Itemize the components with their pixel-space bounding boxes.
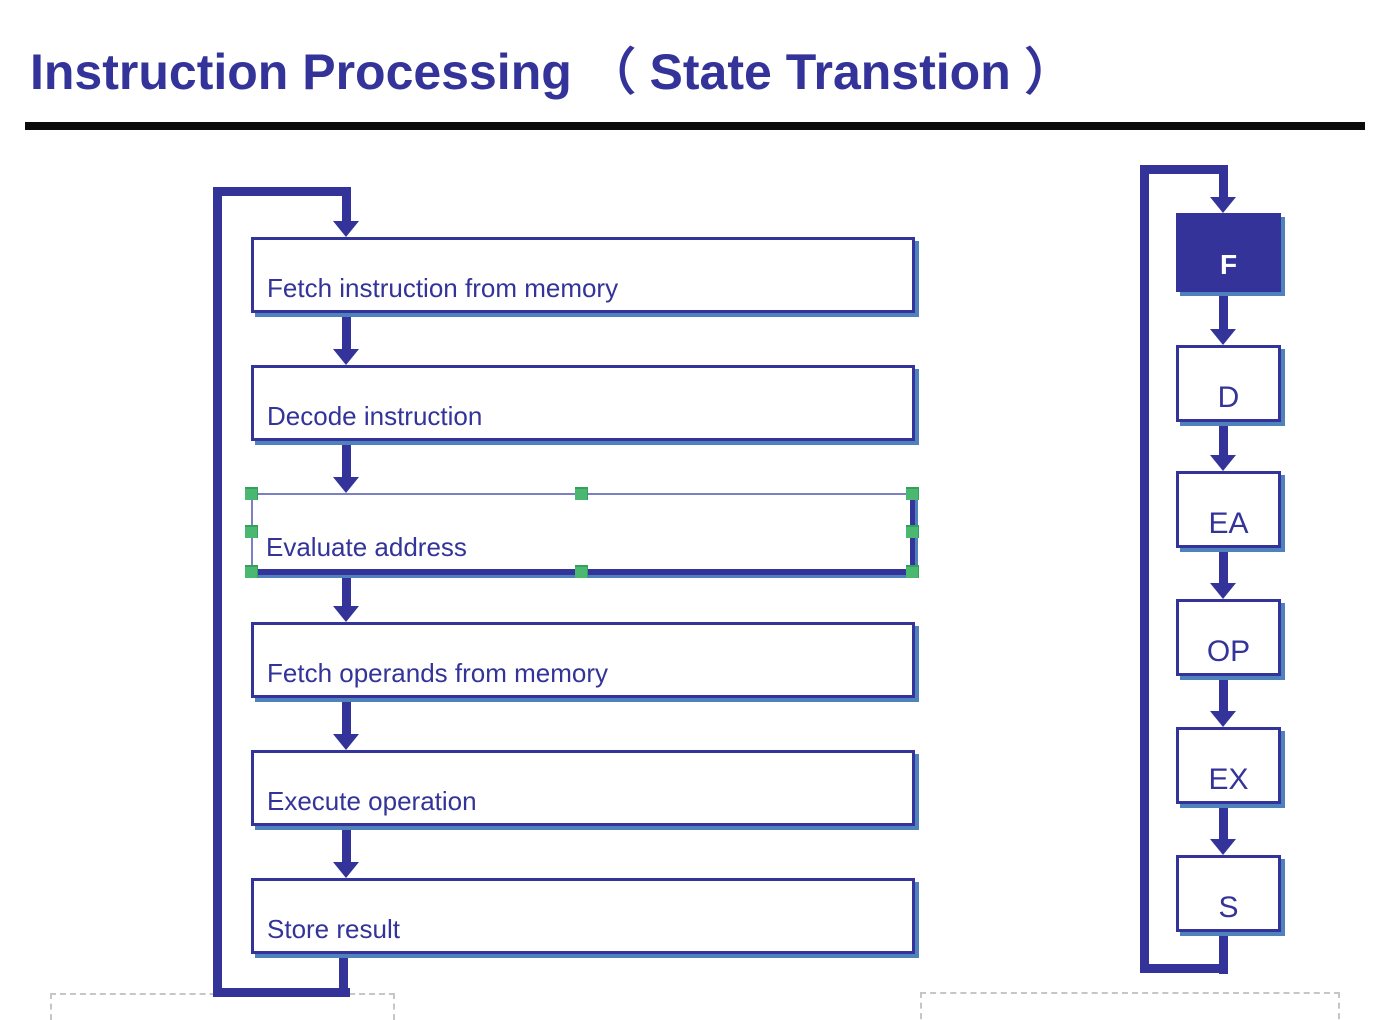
arrow-shaft	[1218, 165, 1228, 197]
state-arrow-4	[1210, 677, 1236, 727]
state-box-label: EA	[1208, 507, 1249, 540]
flow-step-fetch-operands[interactable]: Fetch operands from memory	[251, 622, 915, 698]
state-box-label: D	[1217, 381, 1240, 414]
arrow-head-icon	[333, 221, 359, 237]
loop-connector-right	[1140, 165, 1228, 973]
arrow-head-icon	[333, 477, 359, 493]
arrow-head-icon	[333, 349, 359, 365]
arrow-shaft	[341, 441, 351, 477]
selection-handle-top-right[interactable]	[906, 487, 919, 500]
flow-step-label: Fetch operands from memory	[267, 658, 609, 688]
loop-connector-left	[213, 187, 350, 997]
flow-arrow-4	[333, 698, 359, 750]
selection-handle-top-left[interactable]	[245, 487, 258, 500]
flow-step-label: Store result	[267, 914, 400, 944]
loop-entry-arrow-left	[333, 187, 359, 237]
state-box-label: EX	[1208, 763, 1249, 796]
state-box-s[interactable]: S	[1176, 855, 1281, 932]
selection-handle-top-center[interactable]	[574, 487, 588, 500]
state-arrow-2	[1210, 419, 1236, 471]
arrow-head-icon	[1210, 197, 1236, 213]
loop-return-stub-left	[339, 954, 348, 997]
state-arrow-3	[1210, 548, 1236, 599]
state-arrow-5	[1210, 804, 1236, 855]
flow-arrow-3	[333, 575, 359, 622]
arrow-shaft	[341, 187, 351, 221]
flow-step-label: Evaluate address	[266, 532, 467, 562]
flow-step-fetch-instruction[interactable]: Fetch instruction from memory	[251, 237, 915, 313]
arrow-shaft	[1218, 804, 1228, 839]
loop-entry-arrow-right	[1210, 165, 1236, 213]
arrow-head-icon	[1210, 839, 1236, 855]
state-box-ea[interactable]: EA	[1176, 471, 1281, 548]
state-box-label: OP	[1206, 635, 1251, 668]
selection-handle-mid-right[interactable]	[906, 525, 919, 538]
selection-handle-mid-left[interactable]	[245, 525, 258, 538]
flow-step-evaluate-address[interactable]: Evaluate address	[245, 487, 919, 578]
arrow-head-icon	[333, 862, 359, 878]
arrow-shaft	[1218, 419, 1228, 455]
arrow-shaft	[1218, 292, 1228, 329]
state-box-op[interactable]: OP	[1176, 599, 1281, 676]
flow-step-label: Decode instruction	[267, 401, 483, 431]
arrow-shaft	[1218, 548, 1228, 583]
selection-handle-bottom-left[interactable]	[245, 565, 258, 578]
arrow-head-icon	[1210, 455, 1236, 471]
state-box-f[interactable]: F	[1176, 213, 1281, 292]
arrow-head-icon	[1210, 583, 1236, 599]
selection-handle-bottom-right[interactable]	[906, 565, 919, 578]
arrow-head-icon	[333, 606, 359, 622]
state-box-label: F	[1219, 249, 1238, 280]
arrow-shaft	[1218, 677, 1228, 711]
arrow-shaft	[341, 313, 351, 349]
flow-step-execute[interactable]: Execute operation	[251, 750, 915, 826]
content-placeholder-left[interactable]	[50, 993, 395, 1020]
state-box-d[interactable]: D	[1176, 345, 1281, 422]
arrow-head-icon	[1210, 711, 1236, 727]
flow-step-store-result[interactable]: Store result	[251, 878, 915, 954]
selection-handle-bottom-center[interactable]	[574, 565, 588, 578]
flow-arrow-1	[333, 313, 359, 365]
arrow-shaft	[341, 698, 351, 734]
arrow-shaft	[341, 575, 351, 606]
state-arrow-1	[1210, 292, 1236, 345]
arrow-head-icon	[333, 734, 359, 750]
flow-step-label: Execute operation	[267, 786, 477, 816]
content-placeholder-right[interactable]	[920, 992, 1340, 1020]
loop-return-stub-right	[1219, 931, 1228, 974]
state-box-ex[interactable]: EX	[1176, 727, 1281, 804]
title-rule	[25, 122, 1365, 130]
page-title: Instruction Processing （ State Transtion…	[30, 44, 1075, 100]
arrow-head-icon	[1210, 329, 1236, 345]
arrow-shaft	[341, 826, 351, 862]
state-box-label: S	[1218, 891, 1239, 924]
flow-step-label: Fetch instruction from memory	[267, 273, 619, 303]
flow-arrow-2	[333, 441, 359, 493]
flow-step-decode[interactable]: Decode instruction	[251, 365, 915, 441]
flow-arrow-5	[333, 826, 359, 878]
